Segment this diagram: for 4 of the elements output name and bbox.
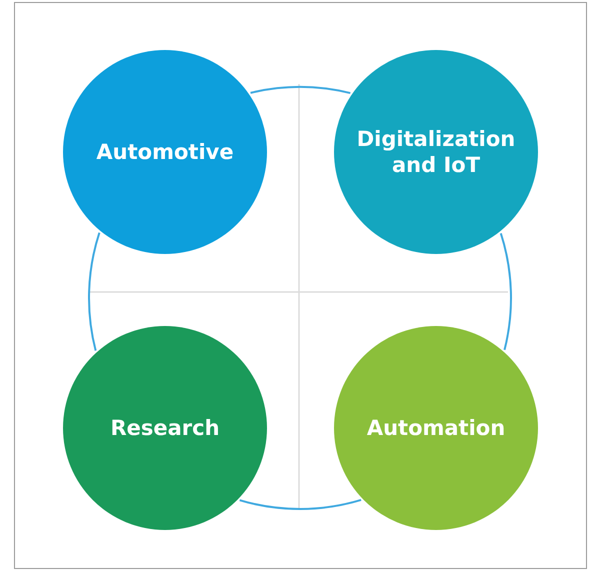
topic-label: Automation [366, 414, 506, 442]
topic-label: Research [110, 414, 220, 442]
topic-label: Automotive [96, 138, 234, 166]
topic-label: Digitalization and IoT [356, 126, 516, 178]
